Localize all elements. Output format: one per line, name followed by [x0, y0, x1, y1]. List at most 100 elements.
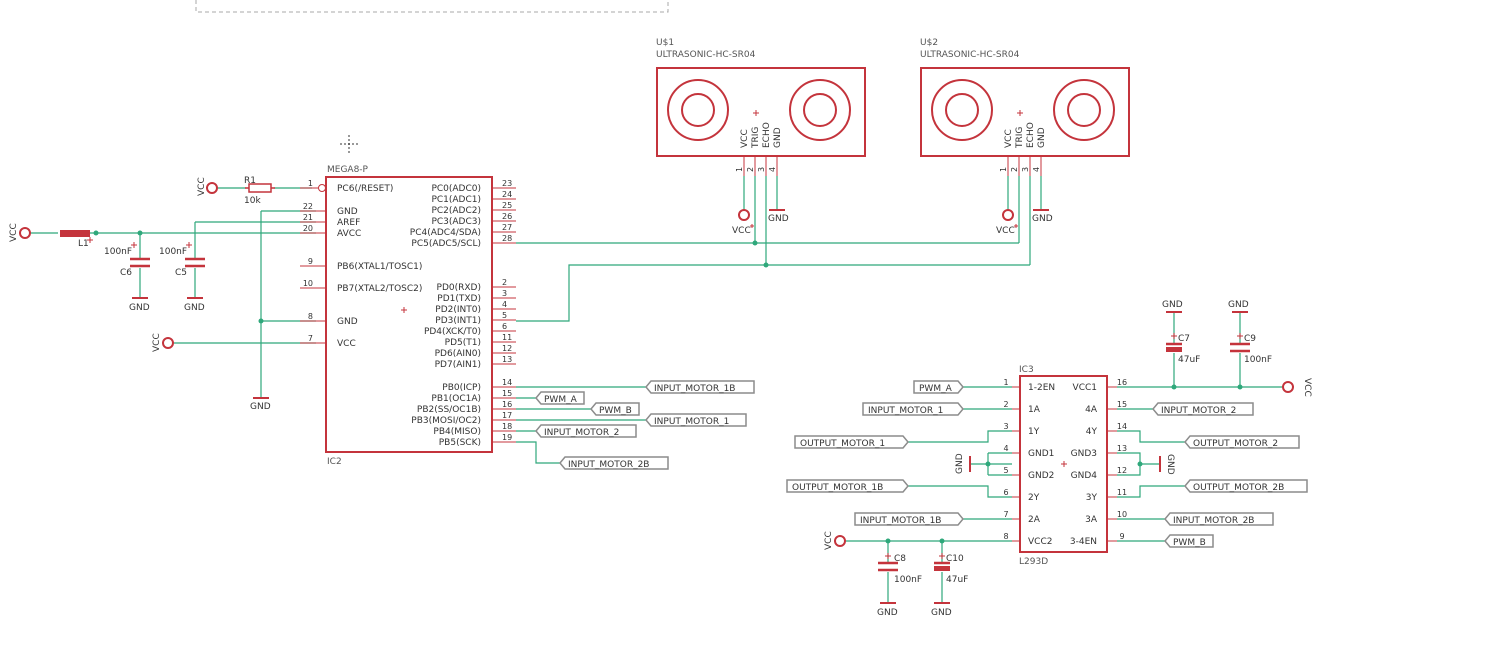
- ic2-pin-number: 21: [303, 213, 313, 222]
- vcc-symbol: VCC: [732, 209, 754, 236]
- ic3-pin-number: 14: [1117, 422, 1127, 431]
- svg-text:VCC: VCC: [824, 531, 834, 550]
- net-label-input-motor-1: INPUT_MOTOR_1: [862, 402, 964, 416]
- c5-name: C5: [175, 268, 187, 278]
- ic3-pin-number: 8: [1003, 532, 1008, 541]
- u1-pin-num-2: 2: [746, 167, 755, 172]
- ic2-pin-label: PB7(XTAL2/TOSC2): [337, 284, 422, 294]
- ic2-pin-number: 14: [502, 378, 512, 387]
- ic3-pin-number: 15: [1117, 400, 1127, 409]
- ic2-pin-label: PB4(MISO): [433, 427, 481, 437]
- capacitor-c10[interactable]: C10 47uF: [934, 553, 968, 585]
- ic2-pin-number: 1: [308, 179, 313, 188]
- u2-pin-trig: TRIG: [1015, 127, 1025, 149]
- ic3-pin-number: 16: [1117, 378, 1127, 387]
- u2-pin-num-1: 1: [999, 167, 1008, 172]
- u1-name: U$1: [656, 38, 674, 48]
- svg-text:OUTPUT_MOTOR_2B: OUTPUT_MOTOR_2B: [1193, 483, 1284, 493]
- gnd-symbol: GND: [250, 397, 271, 412]
- u2-pin-num-4: 4: [1032, 167, 1041, 172]
- net-label-output-motor-2: OUTPUT_MOTOR_2: [1184, 435, 1300, 449]
- ic2-pin-label: PC3(ADC3): [431, 217, 481, 227]
- gnd-symbol: GND: [768, 209, 789, 224]
- net-label-input-motor-2: INPUT_MOTOR_2: [535, 424, 637, 438]
- svg-text:VCC: VCC: [9, 223, 19, 242]
- svg-text:GND: GND: [184, 303, 205, 313]
- ic2-pin-label: PD0(RXD): [437, 283, 481, 293]
- resistor-r1[interactable]: R1 10k: [244, 176, 275, 206]
- ic2-pin-label: AREF: [337, 218, 360, 228]
- ic2-pin-number: 27: [502, 223, 512, 232]
- net-label-input-motor-2b: INPUT_MOTOR_2B: [559, 456, 669, 470]
- ic3-pin-number: 9: [1119, 532, 1124, 541]
- vcc-supply-symbols: VCC VCC VCC VCC VCC VCC VCC: [9, 177, 1312, 550]
- ic3-pin-number: 11: [1117, 488, 1127, 497]
- origin-cross: [340, 135, 358, 153]
- u1-pin-num-3: 3: [757, 167, 766, 172]
- net-label-pwm-b: PWM_B: [590, 402, 640, 416]
- svg-text:GND: GND: [129, 303, 150, 313]
- ic2-pin-label: PD7(AIN1): [435, 360, 481, 370]
- ultrasonic-sensor-u2[interactable]: U$2 ULTRASONIC-HC-SR04 VCC TRIG ECHO GND…: [920, 38, 1130, 176]
- u1-pin-num-4: 4: [768, 167, 777, 172]
- ic2-pin-number: 4: [502, 300, 507, 309]
- u2-value: ULTRASONIC-HC-SR04: [920, 50, 1020, 60]
- svg-text:VCC: VCC: [1302, 378, 1312, 397]
- ic3-pin-label: 1Y: [1028, 427, 1040, 437]
- svg-text:INPUT_MOTOR_1: INPUT_MOTOR_1: [654, 417, 729, 427]
- ic2-pin-label: PB1(OC1A): [431, 394, 481, 404]
- ic3-pin-number: 5: [1003, 466, 1008, 475]
- ic3-pin-number: 13: [1117, 444, 1127, 453]
- c6-name: C6: [120, 268, 132, 278]
- motor-driver-ic3[interactable]: IC3 L293D 11-2EN21A31Y4GND15GND262Y72A8V…: [1003, 365, 1127, 567]
- ic3-pin-label: GND4: [1071, 471, 1098, 481]
- ic2-pin-number: 28: [502, 234, 512, 243]
- capacitor-c5[interactable]: 100nF C5: [159, 242, 205, 278]
- ic3-pin-number: 7: [1003, 510, 1008, 519]
- ic2-left-pins: 1PC6(/RESET)22GND21AREF20AVCC9PB6(XTAL1/…: [300, 179, 422, 349]
- ic2-pin-label: VCC: [337, 339, 356, 349]
- ic3-name: IC3: [1019, 365, 1034, 375]
- inductor-l1[interactable]: L1: [60, 230, 93, 249]
- ic3-pin-label: 1-2EN: [1028, 383, 1055, 393]
- u2-name: U$2: [920, 38, 938, 48]
- svg-text:PWM_B: PWM_B: [599, 406, 632, 416]
- ic3-pin-number: 1: [1003, 378, 1008, 387]
- capacitor-c7[interactable]: C7 47uF: [1166, 333, 1200, 365]
- ic3-value: L293D: [1019, 557, 1048, 567]
- ic3-pin-label: GND1: [1028, 449, 1054, 459]
- svg-text:GND: GND: [1162, 300, 1183, 310]
- vcc-symbol: VCC: [996, 209, 1018, 236]
- ic2-pin-label: PC5(ADC5/SCL): [411, 239, 481, 249]
- ic2-pin-number: 25: [502, 201, 512, 210]
- ic2-name: IC2: [327, 457, 342, 467]
- gnd-symbol: GND: [184, 297, 205, 313]
- svg-text:INPUT_MOTOR_2: INPUT_MOTOR_2: [1161, 406, 1236, 416]
- ic2-pin-label: PD6(AIN0): [435, 349, 481, 359]
- capacitor-c6[interactable]: 100nF C6: [104, 242, 150, 278]
- gnd-symbol: GND: [1228, 300, 1249, 313]
- ic3-pin-label: 3Y: [1086, 493, 1098, 503]
- ic2-pin-number: 7: [308, 334, 313, 343]
- gnd-symbol: GND: [877, 602, 898, 618]
- svg-text:GND: GND: [768, 214, 789, 224]
- capacitor-c8[interactable]: C8 100nF: [878, 553, 922, 585]
- svg-text:GND: GND: [1165, 454, 1175, 475]
- net-label-output-motor-2b: OUTPUT_MOTOR_2B: [1184, 479, 1308, 493]
- net-label-input-motor-1b: INPUT_MOTOR_1B: [645, 380, 755, 394]
- gnd-symbol: GND: [955, 453, 971, 474]
- microcontroller-ic2[interactable]: MEGA8-P IC2 1PC6(/RESET)22GND21AREF20AVC…: [300, 165, 516, 467]
- capacitor-c9[interactable]: C9 100nF: [1230, 333, 1272, 365]
- ic2-pin-number: 6: [502, 322, 507, 331]
- ic2-pin-number: 20: [303, 224, 313, 233]
- c7-name: C7: [1178, 334, 1190, 344]
- ic2-pin-label: PC1(ADC1): [431, 195, 481, 205]
- ic2-pin-number: 26: [502, 212, 512, 221]
- ic2-pin-label: PB5(SCK): [439, 438, 481, 448]
- ic3-pin-label: 2A: [1028, 515, 1041, 525]
- ic2-pin-number: 17: [502, 411, 512, 420]
- ultrasonic-sensor-u1[interactable]: U$1 ULTRASONIC-HC-SR04 VCC TRIG ECHO GND…: [656, 38, 866, 176]
